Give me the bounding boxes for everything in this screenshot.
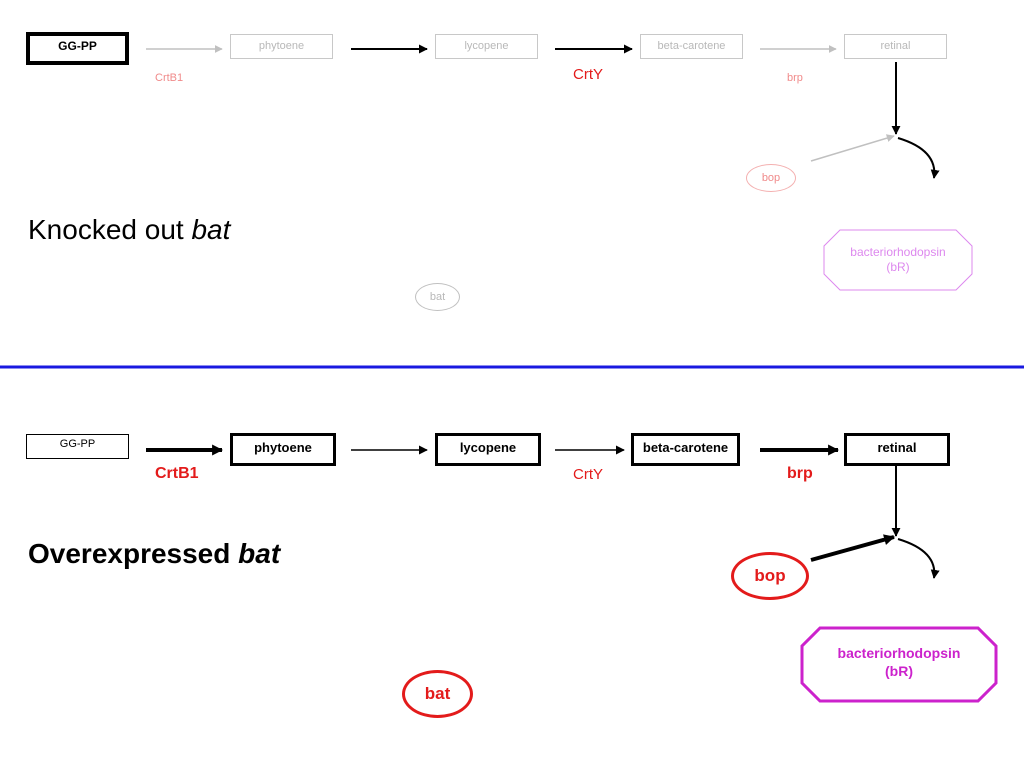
enzyme-crty-2: CrtY [573,466,603,483]
br-line1: bacteriorhodopsin [850,245,946,259]
node-phytoene: phytoene [230,34,333,59]
title-text: Knocked out [28,214,184,245]
enzyme-crty: CrtY [573,66,603,83]
enzyme-brp: brp [787,72,803,84]
node-retinal-2: retinal [844,433,950,466]
node-beta-carotene-2: beta-carotene [631,433,740,466]
br-label-overexpressed: bacteriorhodopsin (bR) [800,645,998,680]
arrow-bop-join [810,134,895,162]
arrow-curve-to-br [897,137,940,179]
node-beta-carotene: beta-carotene [640,34,743,59]
section-title-overexpressed: Overexpressed bat [28,538,280,570]
br-octagon-overexpressed [800,626,998,703]
node-ggpp: GG-PP [26,32,129,65]
arrow-bop-join-2 [810,534,896,562]
enzyme-brp-2: brp [787,465,813,482]
title-gene: bat [191,214,231,245]
bat-node: bat [415,283,460,311]
br-octagon-knocked-out [823,229,973,291]
node-phytoene-2: phytoene [230,433,336,466]
title-text-2: Overexpressed [28,538,231,569]
section-title-knocked-out: Knocked out bat [28,214,230,246]
br-line1-2: bacteriorhodopsin [837,645,961,661]
enzyme-crtb1: CrtB1 [155,72,184,84]
title-gene-2: bat [238,538,281,569]
bat-node-2: bat [402,670,473,718]
bop-node-2: bop [731,552,809,600]
enzyme-crtb1-2: CrtB1 [155,465,199,482]
node-lycopene-2: lycopene [435,433,541,466]
arrow-curve-to-br-2 [897,538,940,579]
node-retinal: retinal [844,34,947,59]
br-label-knocked-out: bacteriorhodopsin (bR) [823,245,973,275]
bop-node: bop [746,164,796,192]
br-line2-2: (bR) [885,662,913,679]
node-ggpp-2: GG-PP [26,434,129,459]
br-line2: (bR) [886,260,910,274]
node-lycopene: lycopene [435,34,538,59]
